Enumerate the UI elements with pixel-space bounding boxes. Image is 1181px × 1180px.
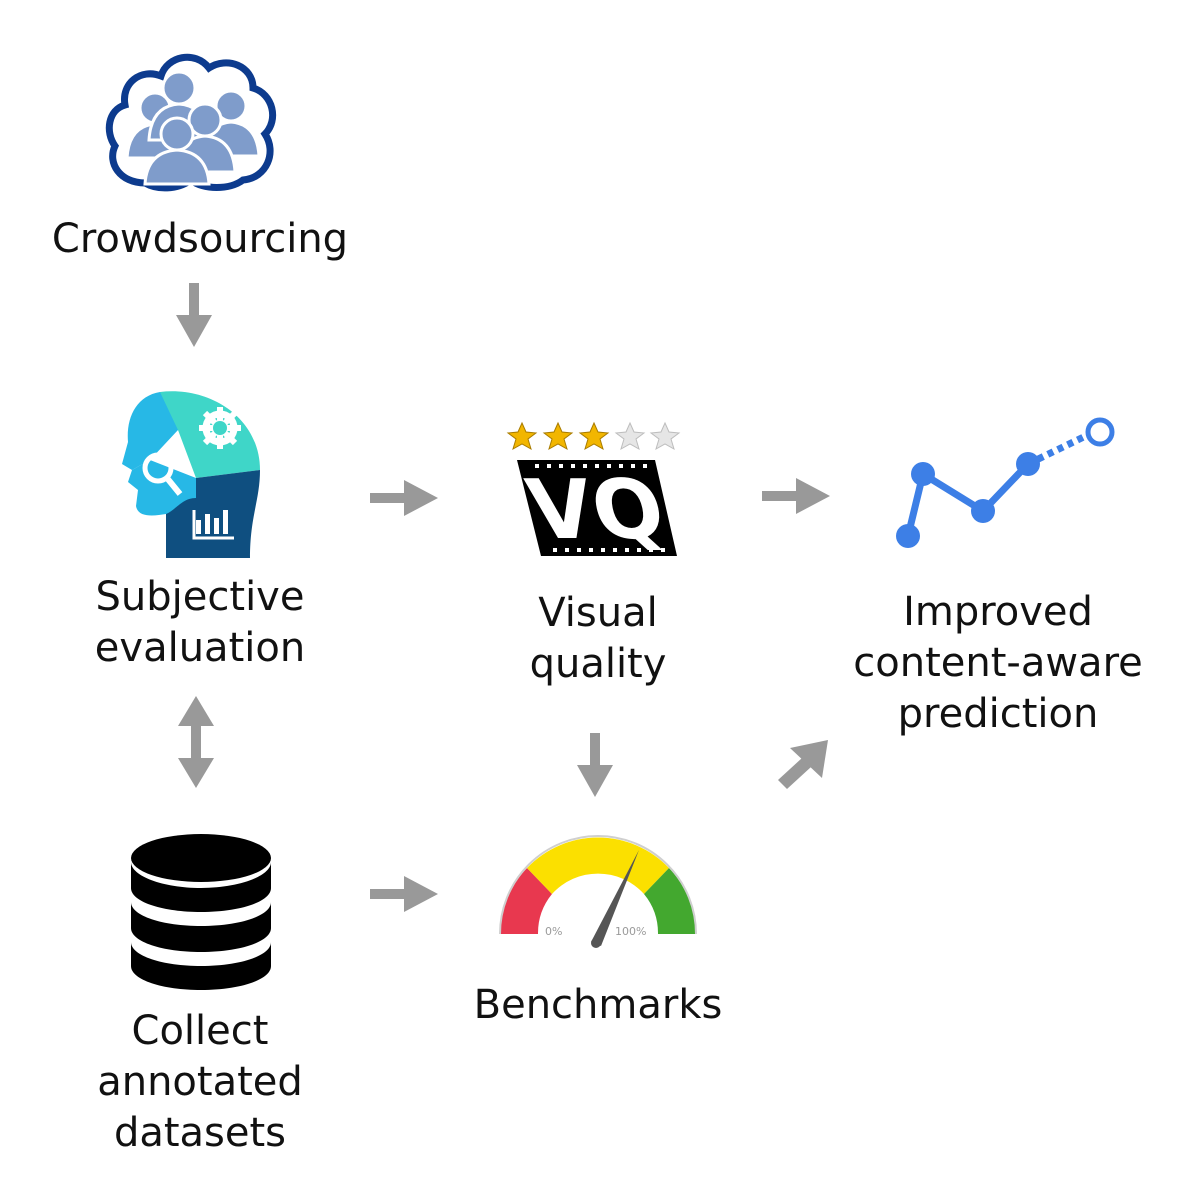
head-puzzle-icon [122,391,260,558]
database-icon [131,834,271,990]
star-icon [578,421,610,451]
arrow-down-visual-to-benchmarks [577,733,613,797]
crowdsourcing-label: Crowdsourcing [51,216,349,262]
arrow-right-datasets-to-benchmarks [370,876,438,912]
star-icon [614,421,646,451]
star-icon [649,421,681,451]
vq-film-icon: VQ [506,421,681,558]
star-icon [506,421,538,451]
collect-datasets-label: Collect annotated datasets [97,1008,303,1156]
arrow-right-subjective-to-visual [370,480,438,516]
arrow-diagonal-benchmarks-to-improved [778,740,828,789]
rating-stars [506,421,681,451]
arrow-bidirectional-subjective-datasets [178,696,214,788]
benchmarks-label: Benchmarks [473,982,723,1028]
star-icon [542,421,574,451]
line-graph-icon [896,417,1115,548]
gauge-icon: 0% 100% [499,835,697,948]
gauge-min-label: 0% [545,925,562,938]
gauge-max-label: 100% [615,925,646,938]
arrow-down-crowd-to-subjective [176,283,212,347]
arrow-right-visual-to-improved [762,478,830,514]
crowd-cloud-icon [105,53,277,192]
improved-prediction-label: Improved content-aware prediction [853,589,1143,737]
subjective-evaluation-label: Subjective evaluation [94,574,306,671]
visual-quality-label: Visual quality [529,590,667,687]
vq-text: VQ [519,462,673,558]
